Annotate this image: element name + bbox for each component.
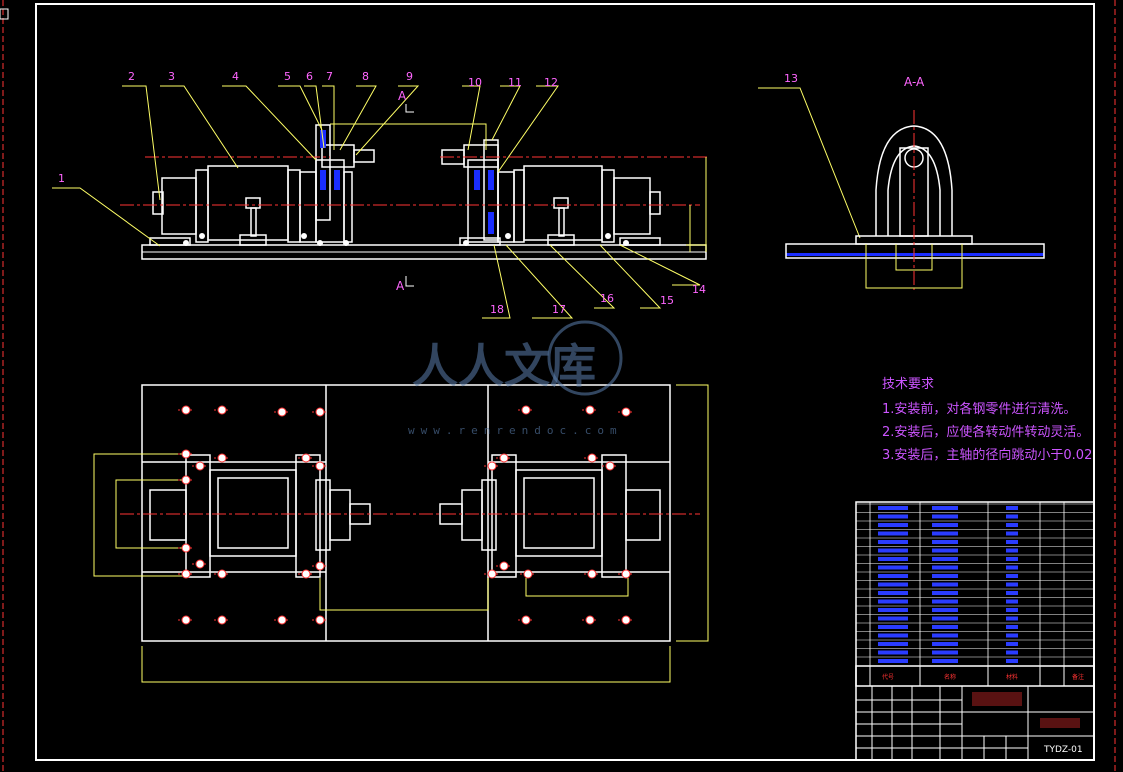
bolt-symbol xyxy=(274,407,290,417)
part-label-3: 3 xyxy=(168,70,175,83)
section-view-title: A-A xyxy=(904,75,925,89)
tech-req-item-1: 1.安装前，对各钢零件进行清洗。 xyxy=(882,401,1076,417)
bolt-symbol xyxy=(214,405,230,415)
part-labels: 1 2 3 4 5 6 7 8 9 10 11 12 13 14 15 16 1… xyxy=(58,70,798,316)
bolt-symbol xyxy=(178,615,194,625)
bolt-symbol xyxy=(298,569,314,579)
drawing-number: TYDZ-01 xyxy=(1043,745,1083,755)
part-label-8: 8 xyxy=(362,70,369,83)
bom-header-code: 代号 xyxy=(882,673,894,681)
title-block: 代号 名称 材料 备注 TYDZ-01 xyxy=(855,501,1095,761)
bolt-symbol xyxy=(214,615,230,625)
bolt-symbol xyxy=(618,615,634,625)
bolt-symbol xyxy=(618,407,634,417)
part-label-6: 6 xyxy=(306,70,313,83)
corner-marker xyxy=(0,8,9,20)
bom-header-name: 名称 xyxy=(944,673,956,681)
drawing-frame xyxy=(35,3,1095,761)
bolt-symbol xyxy=(178,449,194,459)
bolt-symbol xyxy=(178,475,194,485)
part-label-9: 9 xyxy=(406,70,413,83)
bolt-symbol xyxy=(312,561,328,571)
bolt-symbol xyxy=(298,453,314,463)
front-dimensions xyxy=(330,123,707,252)
bolt-symbol xyxy=(214,569,230,579)
tech-req-item-2: 2.安装后，应使各转动件转动灵活。 xyxy=(882,424,1089,440)
part-label-4: 4 xyxy=(232,70,239,83)
bolt-symbol xyxy=(178,405,194,415)
bolt-symbol xyxy=(274,615,290,625)
tech-req-item-3: 3.安装后，主轴的径向跳动小于0.02 xyxy=(882,447,1092,463)
part-label-2: 2 xyxy=(128,70,135,83)
leader-lines xyxy=(52,85,861,319)
bolt-symbol xyxy=(214,453,230,463)
section-mark-bottom: A xyxy=(396,279,405,293)
top-dimensions xyxy=(93,384,709,683)
watermark: 人人文库 www.renrendoc.com xyxy=(408,320,623,437)
tech-requirements: 技术要求 1.安装前，对各钢零件进行清洗。 2.安装后，应使各转动件转动灵活。 … xyxy=(882,377,1092,463)
bolt-symbol xyxy=(178,569,194,579)
top-bolts xyxy=(178,405,634,625)
section-marks: A A A-A xyxy=(396,75,925,293)
part-label-12: 12 xyxy=(544,76,558,89)
bolt-symbol xyxy=(496,453,512,463)
part-label-11: 11 xyxy=(508,76,522,89)
bom-rows xyxy=(855,502,1095,666)
part-label-1: 1 xyxy=(58,172,65,185)
front-bolts xyxy=(183,233,629,246)
front-view xyxy=(141,124,707,260)
part-label-5: 5 xyxy=(284,70,291,83)
part-label-18: 18 xyxy=(490,303,504,316)
watermark-text: 人人文库 xyxy=(412,339,596,393)
bom-header-material: 材料 xyxy=(1006,673,1018,681)
bolt-symbol xyxy=(484,569,500,579)
section-mark-top: A xyxy=(398,89,407,103)
bolt-symbol xyxy=(584,569,600,579)
bolt-symbol xyxy=(582,405,598,415)
part-label-15: 15 xyxy=(660,294,674,307)
bolt-symbol xyxy=(582,615,598,625)
part-label-16: 16 xyxy=(600,292,614,305)
watermark-url: www.renrendoc.com xyxy=(408,424,623,437)
section-view xyxy=(785,125,1045,259)
part-label-17: 17 xyxy=(552,303,566,316)
bolt-symbol xyxy=(178,543,194,553)
bolt-symbol xyxy=(584,453,600,463)
part-label-14: 14 xyxy=(692,283,706,296)
bolt-symbol xyxy=(518,405,534,415)
bolt-symbol xyxy=(192,461,208,471)
bolt-symbol xyxy=(312,615,328,625)
bolt-symbol xyxy=(618,569,634,579)
bolt-symbol xyxy=(496,561,512,571)
bolt-symbol xyxy=(518,615,534,625)
part-label-7: 7 xyxy=(326,70,333,83)
part-label-13: 13 xyxy=(784,72,798,85)
part-label-10: 10 xyxy=(468,76,482,89)
tech-req-title: 技术要求 xyxy=(882,377,934,392)
bolt-symbol xyxy=(312,407,328,417)
bolt-symbol xyxy=(312,461,328,471)
bolt-symbol xyxy=(520,569,536,579)
bearing-highlights xyxy=(320,130,1044,256)
bolt-symbol xyxy=(602,461,618,471)
bolt-symbol xyxy=(192,559,208,569)
bolt-symbol xyxy=(484,461,500,471)
bom-header-remark: 备注 xyxy=(1072,673,1084,681)
